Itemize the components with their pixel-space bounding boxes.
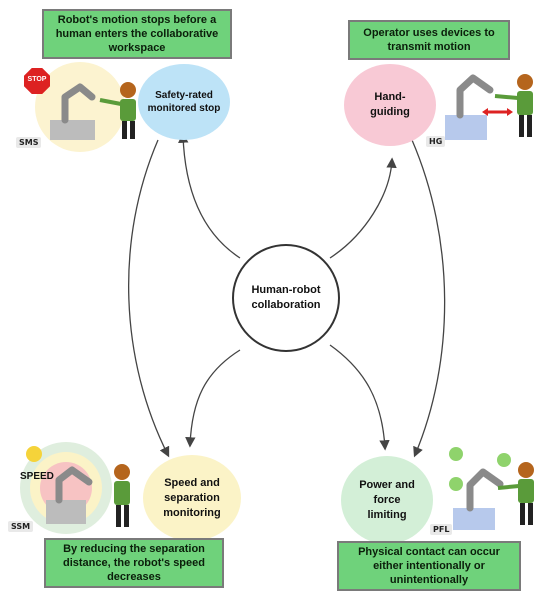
arrow-center-to-pfl — [329, 344, 390, 451]
stop-sign-label: STOP — [27, 76, 47, 83]
pfl-note: Physical contact can occur either intent… — [358, 546, 500, 586]
arrow-center-to-ssm — [185, 349, 241, 448]
ssm-note: By reducing the separation distance, the… — [63, 543, 205, 583]
sms-tag: SMS — [16, 137, 42, 148]
pfl-circle: Power and force limiting — [341, 456, 433, 544]
hg-tag: HG — [426, 136, 446, 147]
center-circle: Human-robot collaboration — [232, 244, 340, 352]
arrow-sms-to-ssm — [128, 139, 170, 458]
hg-circle: Hand-guiding — [344, 64, 436, 146]
pfl-note-box: Physical contact can occur either intent… — [337, 541, 521, 591]
ssm-circle: Speed and separation monitoring — [143, 455, 241, 541]
ssm-note-box: By reducing the separation distance, the… — [44, 538, 224, 588]
speed-sign-label: SPEED — [20, 471, 54, 482]
sms-note-box: Robot's motion stops before a human ente… — [42, 9, 232, 59]
stop-sign-icon — [24, 68, 50, 94]
sms-circle: Safety-rated monitored stop — [138, 64, 230, 140]
hg-illustration — [445, 74, 533, 140]
sms-title: Safety-rated monitored stop — [147, 90, 221, 114]
ssm-illustration — [20, 442, 130, 534]
arrow-center-to-sms — [178, 132, 241, 259]
sms-illustration — [35, 62, 136, 152]
pfl-tag: PFL — [430, 524, 453, 535]
arrow-center-to-hg — [329, 157, 397, 259]
ssm-tag: SSM — [8, 521, 34, 532]
hg-title: Hand-guiding — [370, 91, 410, 118]
hg-note: Operator uses devices to transmit motion — [363, 27, 495, 53]
arrow-hg-to-pfl — [411, 139, 446, 458]
center-label: Human-robot collaboration — [251, 284, 321, 311]
pfl-title: Power and force limiting — [359, 478, 415, 521]
pfl-illustration — [449, 447, 534, 530]
sms-note: Robot's motion stops before a human ente… — [55, 14, 219, 54]
hg-note-box: Operator uses devices to transmit motion — [348, 20, 510, 60]
ssm-title: Speed and separation monitoring — [163, 476, 221, 519]
